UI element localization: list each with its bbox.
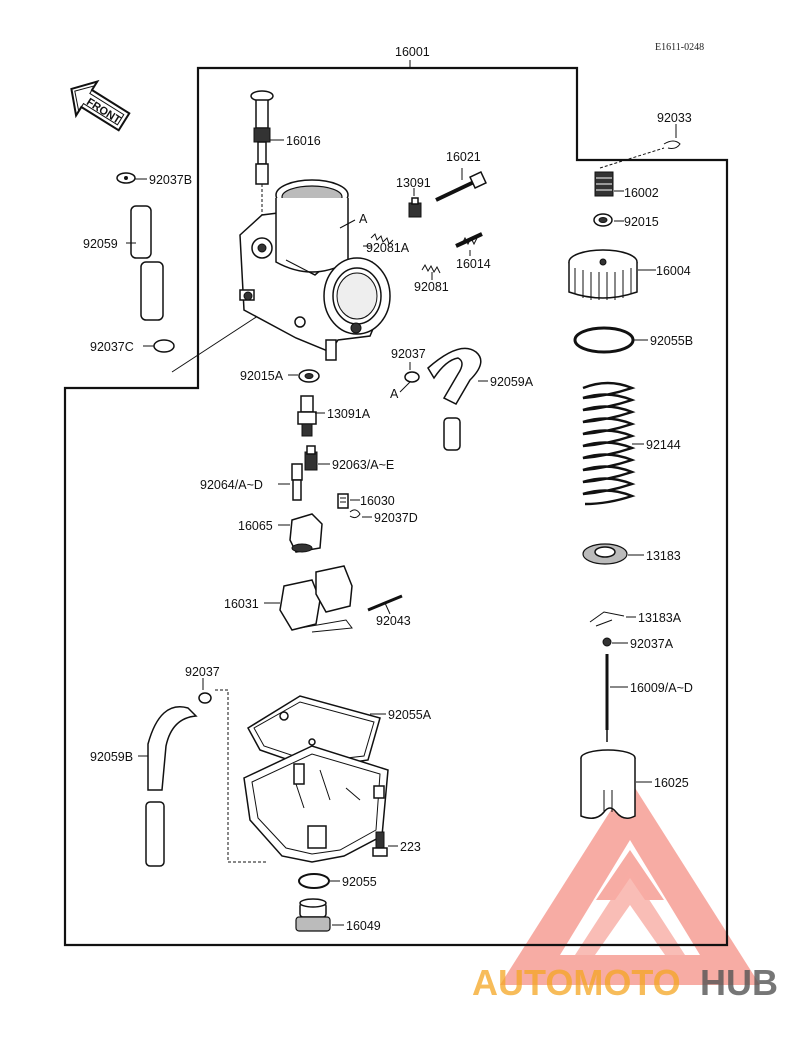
watermark-text-2: HUB [700, 962, 778, 1003]
label-16014: 16014 [456, 257, 491, 271]
main-jet-92063 [304, 445, 318, 471]
nut-92015 [593, 213, 613, 227]
clip-92037-bottom [198, 692, 212, 704]
screw-223 [372, 831, 388, 857]
screw-16014 [455, 232, 483, 248]
label-92033: 92033 [657, 111, 692, 125]
label-92081A: 92081A [366, 241, 410, 255]
pilot-jet-92064 [291, 463, 303, 501]
clip-92033 [663, 140, 681, 149]
front-arrow-icon: FRONT [70, 79, 131, 132]
label-16002: 16002 [624, 186, 659, 200]
part-16030 [337, 493, 349, 509]
watermark-logo [500, 780, 760, 985]
label-92081: 92081 [414, 280, 449, 294]
label-92037C: 92037C [90, 340, 134, 354]
label-92055: 92055 [342, 875, 377, 889]
label-16021: 16021 [446, 150, 481, 164]
hose-92059 [130, 205, 164, 321]
slide-16025 [580, 749, 636, 819]
clip-92037D [349, 509, 361, 519]
label-16016: 16016 [286, 134, 321, 148]
label-92144: 92144 [646, 438, 681, 452]
plug-16049 [295, 898, 331, 932]
label-92055A: 92055A [388, 708, 432, 722]
float-16031 [279, 565, 353, 633]
gasket-92055A [247, 695, 381, 769]
starter-plunger-16016 [250, 90, 274, 185]
label-92037-top: 92037 [391, 347, 426, 361]
spring-92081 [421, 263, 441, 274]
label-92063: 92063/A~E [332, 458, 394, 472]
clip-92037C [153, 339, 175, 353]
label-16004: 16004 [656, 264, 691, 278]
label-16031: 16031 [224, 597, 259, 611]
label-92059A: 92059A [490, 375, 534, 389]
label-92015A: 92015A [240, 369, 284, 383]
o-ring-92055 [298, 873, 330, 889]
plate-13183A [589, 611, 625, 627]
label-16065: 16065 [238, 519, 273, 533]
adjuster-16002 [594, 171, 614, 197]
label-92037B: 92037B [149, 173, 192, 187]
spring-92144 [582, 381, 636, 506]
label-92055B: 92055B [650, 334, 693, 348]
float-bowl [243, 745, 389, 863]
seat-13183 [582, 543, 628, 565]
assembly-label: 16001 [395, 45, 430, 59]
clip-92037A [602, 637, 612, 647]
spring-92081A [370, 233, 394, 245]
label-92037D: 92037D [374, 511, 418, 525]
marker-a-mid: A [390, 387, 399, 401]
label-223: 223 [400, 840, 421, 854]
hose-92059A [427, 347, 482, 451]
label-92037-bottom: 92037 [185, 665, 220, 679]
clip-92037-top [404, 371, 420, 383]
cap-16004 [568, 249, 638, 300]
label-16025: 16025 [654, 776, 689, 790]
part-16065 [289, 513, 323, 553]
label-13183: 13183 [646, 549, 681, 563]
label-92037A: 92037A [630, 637, 674, 651]
label-92059B: 92059B [90, 750, 133, 764]
label-92059: 92059 [83, 237, 118, 251]
label-16030: 16030 [360, 494, 395, 508]
screw-16021 [435, 171, 487, 202]
watermark-text-1: AUTOMOTO [472, 962, 681, 1003]
label-13183A: 13183A [638, 611, 682, 625]
assembly-boundary [63, 66, 729, 947]
marker-a-top: A [359, 212, 368, 226]
label-92043: 92043 [376, 614, 411, 628]
label-13091: 13091 [396, 176, 431, 190]
o-ring-92055B [573, 326, 635, 354]
jet-holder-13091A [297, 395, 317, 437]
clip-92037B [116, 172, 136, 184]
label-16049: 16049 [346, 919, 381, 933]
hose-92059B [145, 706, 198, 867]
label-92015: 92015 [624, 215, 659, 229]
label-13091A: 13091A [327, 407, 371, 421]
reference-code: E1611-0248 [655, 42, 704, 53]
part-13091 [408, 197, 422, 218]
label-16009: 16009/A~D [630, 681, 693, 695]
label-92064: 92064/A~D [200, 478, 263, 492]
nut-92015A [298, 369, 320, 383]
carburetor-body [239, 179, 391, 361]
